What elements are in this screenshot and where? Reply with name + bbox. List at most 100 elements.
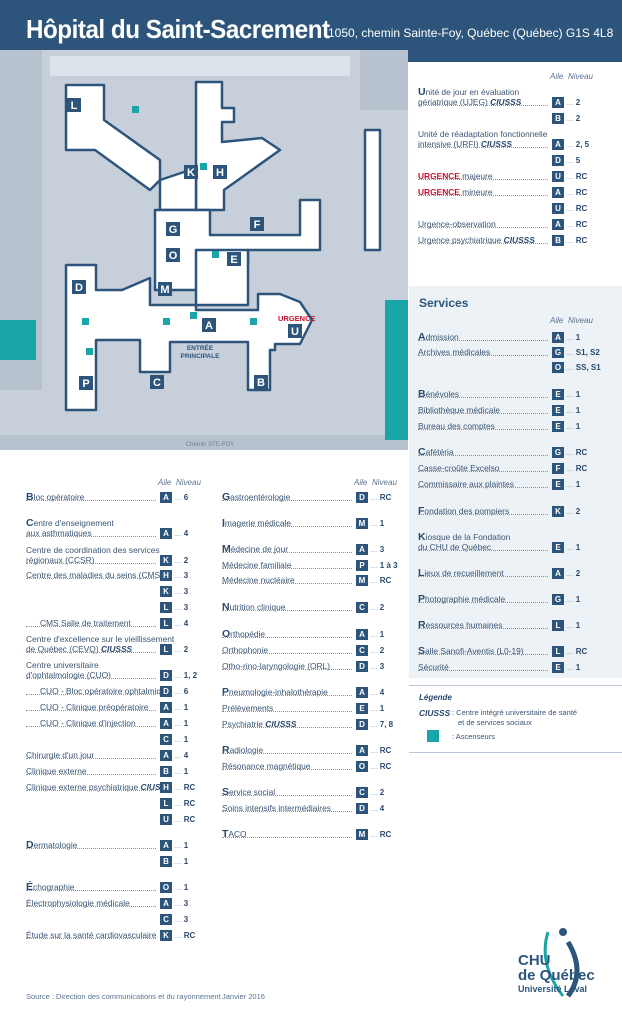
entry-leader <box>26 938 156 939</box>
services-title: Services <box>419 296 469 310</box>
level-value: RC <box>370 746 392 755</box>
wing-badge: L <box>160 644 172 655</box>
legend-elevators: : Ascenseurs <box>452 732 495 741</box>
entry-leader <box>418 429 548 430</box>
entry-leader <box>222 583 352 584</box>
logo-text-quebec: de Québec <box>518 967 595 984</box>
entry-leader <box>222 769 352 770</box>
entry-label: TACO <box>222 828 247 840</box>
entry-label: Résonance magnétique <box>222 761 311 771</box>
col-header-niveau: Niveau <box>568 72 593 81</box>
entry-leader <box>418 628 548 629</box>
level-value: RC <box>370 576 392 585</box>
wing-badge: K <box>160 930 172 941</box>
entry-label: Nutrition clinique <box>222 601 286 613</box>
wing-badge: L <box>160 602 172 613</box>
entry-label: Bénévoles <box>418 388 460 400</box>
map-water-east <box>385 300 408 440</box>
level-value: RC <box>370 762 392 771</box>
wing-badge: G <box>552 447 564 458</box>
map-buildings <box>64 80 382 412</box>
map-water-west <box>0 320 36 360</box>
map-wing-labels: L K H G F O E D M A U P C B <box>67 98 302 390</box>
level-value: 7, 8 <box>370 720 393 729</box>
entry-label: Médecine nucléaire <box>222 575 295 585</box>
entry-label: CUO - Bloc opératoire ophtalmique <box>40 686 171 696</box>
elevator-icon <box>82 318 89 325</box>
level-value: 1 <box>174 735 188 744</box>
wing-badge: D <box>552 155 564 166</box>
wing-badge: D <box>356 803 368 814</box>
entry-leader <box>222 637 352 638</box>
entry-label: Lieux de recueillement <box>418 567 504 579</box>
logo-text-laval: Université Laval <box>518 984 588 994</box>
level-value: 3 <box>174 603 188 612</box>
map-parking-ne <box>360 50 408 110</box>
map-label-e: E <box>230 254 237 266</box>
entry-label: CUO - Clinique d'injection <box>40 718 136 728</box>
wing-badge: U <box>552 203 564 214</box>
wing-badge: A <box>356 745 368 756</box>
entry-label: Otho-rino-laryngologie (ORL) <box>222 661 330 671</box>
level-value: RC <box>566 204 588 213</box>
wing-badge: A <box>552 97 564 108</box>
elevator-icon <box>200 163 207 170</box>
level-value: RC <box>566 647 588 656</box>
level-value: 3 <box>370 545 384 554</box>
entry-leader <box>418 147 548 148</box>
level-value: 2 <box>174 645 188 654</box>
map-label-m: M <box>160 284 169 296</box>
entry-label: Cafétéria <box>418 446 454 458</box>
level-value: RC <box>566 236 588 245</box>
entry-leader <box>418 355 548 356</box>
level-value: 2 <box>370 788 384 797</box>
entry-label: Psychiatrie CIUSSS <box>222 719 297 729</box>
level-value: 2 <box>370 646 384 655</box>
wing-badge: A <box>356 687 368 698</box>
map-urgence-label: URGENCE <box>278 314 316 323</box>
level-value: RC <box>174 815 196 824</box>
entry-label: Photographie médicale <box>418 593 506 605</box>
entry-label: Centre d'excellence sur le vieillissemen… <box>26 634 175 654</box>
level-value: RC <box>174 783 196 792</box>
map-street-label: Chemin STE-FOY <box>186 442 234 448</box>
entry-leader <box>26 578 156 579</box>
entry-leader <box>26 694 156 695</box>
wing-badge: C <box>160 914 172 925</box>
wing-badge: C <box>160 734 172 745</box>
level-value: 1 à 3 <box>370 561 398 570</box>
level-value: 5 <box>566 156 580 165</box>
entry-label: Bureau des comptes <box>418 421 495 431</box>
elevator-icon <box>427 730 439 742</box>
level-value: 2 <box>370 603 384 612</box>
wing-badge: A <box>552 139 564 150</box>
entry-leader <box>26 906 156 907</box>
entry-label: URGENCE mineure <box>418 187 493 197</box>
entry-leader <box>222 711 352 712</box>
col-header-aile: Aile <box>550 72 564 81</box>
entry-leader <box>222 727 352 728</box>
map-label-k: K <box>187 167 195 179</box>
level-value: RC <box>566 172 588 181</box>
footer-date: Janvier 2016 <box>222 992 265 1001</box>
map-label-d: D <box>75 282 83 294</box>
wing-badge: U <box>160 814 172 825</box>
level-value: 4 <box>370 688 384 697</box>
wing-badge: F <box>552 463 564 474</box>
map-label-o: O <box>169 250 178 262</box>
map-entree-label-1: ENTRÉE <box>187 343 214 352</box>
entry-leader <box>26 563 156 564</box>
level-value: 1 <box>370 704 384 713</box>
wing-badge: B <box>160 766 172 777</box>
level-value: S1, S2 <box>566 348 600 357</box>
entry-label: Salle Sanofi-Aventis (L0-19) <box>418 645 524 657</box>
entry-leader <box>418 227 548 228</box>
entry-leader <box>26 790 156 791</box>
entry-leader <box>418 455 548 456</box>
wing-badge: H <box>160 782 172 793</box>
entry-label: Ressources humaines <box>418 619 503 631</box>
level-value: 1 <box>566 422 580 431</box>
wing-badge: C <box>356 602 368 613</box>
level-value: 4 <box>174 529 188 538</box>
